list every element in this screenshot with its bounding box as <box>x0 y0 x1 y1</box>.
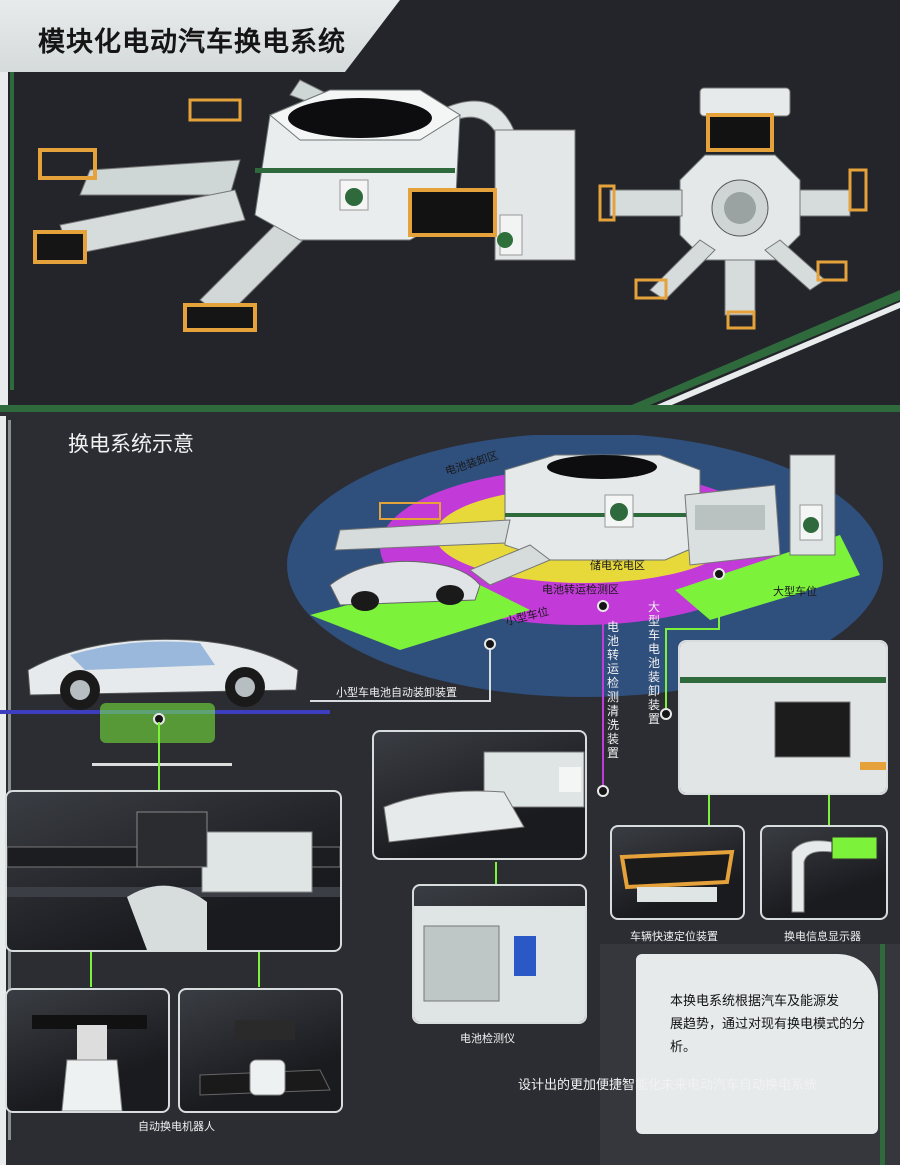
station-render-large <box>33 79 576 332</box>
station-render-topview <box>598 87 868 330</box>
left-thin-stroke <box>8 420 11 1140</box>
description-line-4: 设计出的更加便捷智能化未来电动汽车自动换电系统 <box>518 1078 818 1093</box>
left-frame-stroke-lower <box>0 416 6 1165</box>
caption-small-unloader: 小型车电池自动装卸装置 <box>336 686 457 699</box>
info-display-render <box>760 825 888 920</box>
description-accent-stroke <box>880 944 885 1165</box>
leader-line-small-unloader <box>310 700 490 702</box>
leader-line-large-a <box>718 580 720 628</box>
leader-line-lift <box>158 722 160 790</box>
leader-line-transfer <box>602 612 604 792</box>
connector-dot-large-end <box>660 708 672 720</box>
vertical-label-large-unloader: 大型车电池装卸装置 <box>648 600 661 726</box>
leader-line-large-c <box>665 628 667 713</box>
large-unloader-render <box>678 640 888 795</box>
leader-line-small-unloader-v <box>489 650 491 702</box>
page-title: 模块化电动汽车换电系统 <box>38 27 346 58</box>
caption-info-display: 换电信息显示器 <box>784 930 861 943</box>
leader-line-display <box>828 795 830 825</box>
leader-line-tester <box>495 862 497 884</box>
section-title: 换电系统示意 <box>68 432 194 456</box>
description-line-3: 析。 <box>670 1040 697 1055</box>
leader-line-robot-b <box>258 952 260 987</box>
transfer-device-render <box>372 730 587 860</box>
leader-line-large-b <box>665 628 720 630</box>
description-box: 本换电系统根据汽车及能源发 展趋势，通过对现有换电模式的分 析。 <box>636 954 878 1134</box>
zone-label-transfer-inspection: 电池转运检测区 <box>542 583 619 596</box>
positioning-device-render <box>610 825 745 920</box>
leader-line-robot-a <box>90 952 92 987</box>
zone-label-charge-storage: 储电充电区 <box>590 559 645 572</box>
system-diagram <box>287 435 883 697</box>
car-lift-render <box>0 638 330 766</box>
caption-battery-tester: 电池检测仪 <box>460 1032 515 1045</box>
connector-dot-large-bay <box>713 568 725 580</box>
zone-label-large-bay: 大型车位 <box>773 585 817 598</box>
leader-line-positioning <box>708 795 710 825</box>
connector-dot-transfer-end <box>597 785 609 797</box>
description-line-2: 展趋势，通过对现有换电模式的分 <box>670 1017 866 1032</box>
robot-render-2 <box>178 988 343 1113</box>
vertical-label-transfer-cleaning: 电池转运检测清洗装置 <box>607 620 620 760</box>
title-tab <box>0 0 400 72</box>
description-line-1: 本换电系统根据汽车及能源发 <box>670 994 840 1009</box>
connector-dot-small-bay <box>484 638 496 650</box>
caption-positioning: 车辆快速定位装置 <box>630 930 718 943</box>
robot-render-1 <box>5 988 170 1113</box>
battery-tester-render <box>412 884 587 1024</box>
connector-dot-transfer <box>597 600 609 612</box>
robot-closeup-render <box>5 790 342 952</box>
left-frame-stroke <box>0 0 8 408</box>
left-accent-stroke <box>10 60 14 390</box>
top-renders <box>0 79 900 412</box>
caption-robot: 自动换电机器人 <box>138 1120 215 1133</box>
